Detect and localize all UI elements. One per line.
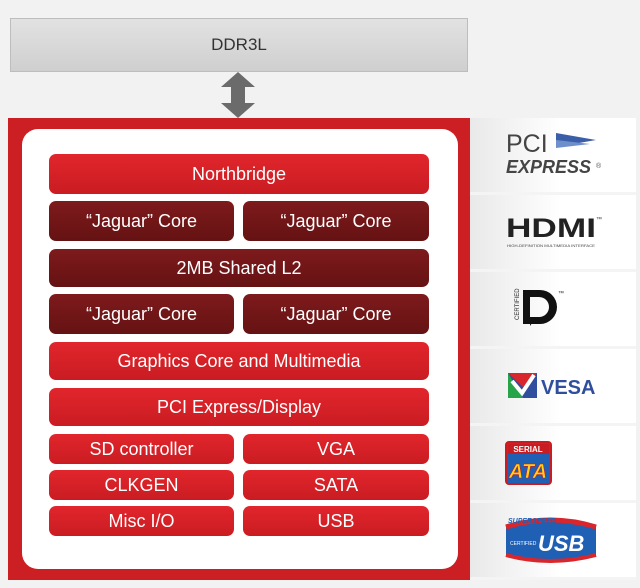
pci-express-display-block: PCI Express/Display — [49, 388, 429, 426]
sd-controller-label: SD controller — [89, 438, 194, 459]
ddr3l-label: DDR3L — [211, 35, 267, 54]
jaguar-core-2: “Jaguar” Core — [243, 201, 429, 241]
soc-block: Northbridge “Jaguar” Core “Jaguar” Core … — [8, 118, 470, 580]
jaguar-core-label: “Jaguar” Core — [85, 303, 198, 324]
ddr3l-memory-block: DDR3L — [10, 18, 468, 72]
sata-ata-text: ATA — [508, 461, 547, 483]
pci-registered-mark: ® — [596, 162, 602, 170]
usb-label: USB — [317, 510, 355, 531]
shared-l2-label: 2MB Shared L2 — [176, 257, 302, 278]
pci-express-logo-cell: PCI EXPRESS ® — [470, 118, 636, 195]
northbridge-label: Northbridge — [191, 163, 287, 184]
hdmi-logo-text: HDMI — [506, 213, 596, 243]
misc-io-label: Misc I/O — [108, 510, 175, 531]
sata-logo-cell: SERIAL ATA — [470, 426, 636, 503]
hdmi-logo: HDMI ™ HIGH-DEFINITION MULTIMEDIA INTERF… — [506, 213, 602, 248]
displayport-d-icon — [523, 290, 557, 324]
usb-superspeed-text: SUPERSPEED — [508, 518, 556, 525]
displayport-logo-cell: CERTIFIED ™ — [470, 272, 636, 349]
clkgen-block: CLKGEN — [49, 470, 234, 500]
graphics-core-block: Graphics Core and Multimedia — [49, 342, 429, 380]
sata-serial-text: SERIAL — [513, 445, 542, 454]
interface-logos-panel: PCI EXPRESS ® HDMI ™ HIGH-DEFINITION MUL… — [470, 118, 636, 580]
usb-badge-icon — [506, 520, 596, 561]
hdmi-tagline: HIGH-DEFINITION MULTIMEDIA INTERFACE — [507, 243, 595, 248]
clkgen-label: CLKGEN — [104, 474, 179, 495]
pci-express-logo: PCI EXPRESS ® — [506, 130, 602, 177]
serial-ata-logo: SERIAL ATA — [505, 441, 552, 485]
northbridge-block: Northbridge — [49, 154, 429, 194]
vga-block: VGA — [243, 434, 429, 464]
jaguar-core-label: “Jaguar” Core — [280, 210, 392, 231]
misc-io-block: Misc I/O — [49, 506, 234, 536]
usb-certified-text: CERTIFIED — [510, 541, 537, 547]
vesa-logo-cell: VESA — [470, 349, 636, 426]
hdmi-logo-cell: HDMI ™ HIGH-DEFINITION MULTIMEDIA INTERF… — [470, 195, 636, 272]
usb-block: USB — [243, 506, 429, 536]
shared-l2-block: 2MB Shared L2 — [49, 249, 429, 287]
jaguar-core-3: “Jaguar” Core — [49, 294, 234, 334]
vga-label: VGA — [316, 438, 355, 459]
jaguar-core-label: “Jaguar” Core — [85, 210, 198, 231]
sata-block: SATA — [243, 470, 429, 500]
displayport-certified-text: CERTIFIED — [515, 288, 521, 320]
jaguar-core-label: “Jaguar” Core — [280, 303, 392, 324]
sata-label: SATA — [313, 474, 359, 495]
pci-logo-text: PCI — [506, 130, 548, 158]
usb-logo-cell: SUPERSPEED USB CERTIFIED — [470, 503, 636, 580]
graphics-core-label: Graphics Core and Multimedia — [117, 350, 361, 371]
usb-logo-text: USB — [538, 531, 585, 556]
jaguar-core-4: “Jaguar” Core — [243, 294, 429, 334]
superspeed-usb-logo: SUPERSPEED USB CERTIFIED — [505, 517, 597, 563]
soc-inner-panel: Northbridge “Jaguar” Core “Jaguar” Core … — [22, 129, 458, 569]
vesa-logo: VESA — [508, 373, 595, 399]
pci-express-display-label: PCI Express/Display — [156, 396, 322, 417]
displayport-trademark: ™ — [558, 290, 564, 297]
express-logo-text: EXPRESS — [506, 157, 591, 177]
vesa-logo-text: VESA — [541, 377, 595, 399]
sd-controller-block: SD controller — [49, 434, 234, 464]
double-arrow-icon — [221, 72, 255, 118]
jaguar-core-1: “Jaguar” Core — [49, 201, 234, 241]
hdmi-trademark: ™ — [596, 216, 602, 223]
displayport-logo: CERTIFIED ™ — [515, 288, 564, 326]
